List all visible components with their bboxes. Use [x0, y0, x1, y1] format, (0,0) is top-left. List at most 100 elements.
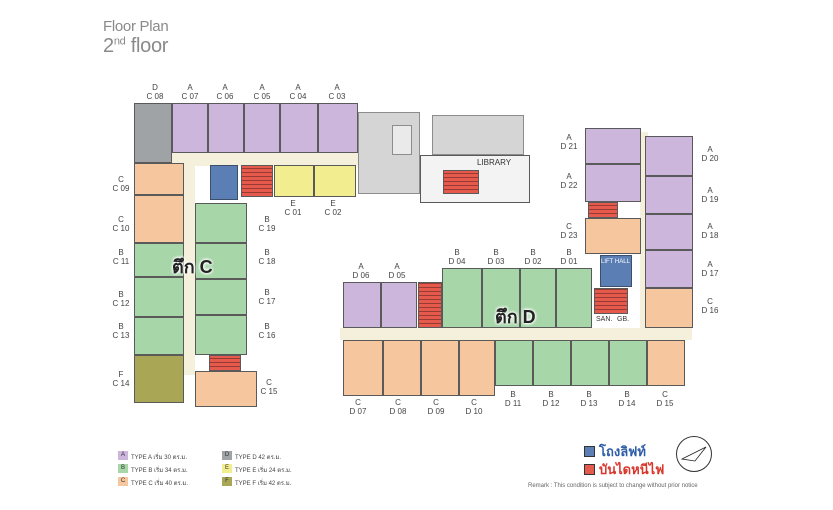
- fire-stair-library: [443, 170, 479, 194]
- unit-d04[interactable]: [442, 268, 482, 328]
- unit-d16[interactable]: [645, 288, 693, 328]
- unit-c12[interactable]: [134, 277, 184, 317]
- unit-d14[interactable]: [609, 340, 647, 386]
- roof-shaft: [392, 125, 412, 155]
- fire-stair-c-south: [209, 355, 241, 371]
- unit-d22[interactable]: [585, 164, 641, 202]
- unit-d10[interactable]: [459, 340, 495, 396]
- unit-c16[interactable]: [195, 315, 247, 355]
- unit-d01[interactable]: [556, 268, 592, 328]
- unit-d20[interactable]: [645, 136, 693, 176]
- unit-d03[interactable]: [482, 268, 520, 328]
- floor-plan-title: Floor Plan: [103, 18, 169, 35]
- unit-c01[interactable]: [274, 165, 314, 197]
- legend-text-f: TYPE F เริ่ม 42 ตร.ม.: [235, 481, 292, 487]
- unit-d07[interactable]: [343, 340, 383, 396]
- building-c-label: ตึก C: [172, 257, 213, 277]
- unit-d05[interactable]: [381, 282, 417, 328]
- library-label: LIBRARY: [477, 158, 512, 167]
- legend-text-a: TYPE A เริ่ม 30 ตร.ม.: [131, 455, 187, 461]
- unit-d17[interactable]: [645, 250, 693, 288]
- unit-d11[interactable]: [495, 340, 533, 386]
- legend-swatch-d: D: [222, 451, 232, 460]
- library[interactable]: [420, 155, 530, 203]
- unit-c04[interactable]: [280, 103, 318, 153]
- unit-c11[interactable]: [134, 243, 184, 277]
- san-label: SAN.: [596, 316, 613, 323]
- unit-c09[interactable]: [134, 163, 184, 195]
- lift-hall-label: LIFT HALL: [601, 259, 630, 265]
- unit-c19[interactable]: [195, 203, 247, 243]
- legend-swatch-b: B: [118, 464, 128, 473]
- fire-stair-c: [241, 165, 273, 197]
- unit-d19[interactable]: [645, 176, 693, 214]
- unit-c13[interactable]: [134, 317, 184, 355]
- legend-text-e: TYPE E เริ่ม 24 ตร.ม.: [235, 468, 292, 474]
- lift-hall-d: [600, 255, 632, 287]
- key-lift: โถงลิฟท์: [584, 441, 646, 462]
- unit-c08[interactable]: [134, 103, 172, 163]
- unit-c07[interactable]: [172, 103, 208, 153]
- legend-text-c: TYPE C เริ่ม 40 ตร.ม.: [131, 481, 188, 487]
- unit-c15[interactable]: [195, 371, 257, 407]
- unit-d18[interactable]: [645, 214, 693, 250]
- unit-c18[interactable]: [195, 243, 247, 279]
- roof-area-right: [432, 115, 524, 155]
- legend-swatch-c: C: [118, 477, 128, 486]
- unit-d06[interactable]: [343, 282, 381, 328]
- unit-d21[interactable]: [585, 128, 641, 164]
- unit-c14[interactable]: [134, 355, 184, 403]
- unit-d13[interactable]: [571, 340, 609, 386]
- unit-d08[interactable]: [383, 340, 421, 396]
- unit-c17[interactable]: [195, 279, 247, 315]
- unit-d12[interactable]: [533, 340, 571, 386]
- fire-stair-d-north: [588, 202, 618, 218]
- gb-label: GB.: [617, 316, 630, 323]
- legend-text-b: TYPE B เริ่ม 34 ตร.ม.: [131, 468, 188, 474]
- unit-c05[interactable]: [244, 103, 280, 153]
- legend-swatch-a: A: [118, 451, 128, 460]
- unit-d02[interactable]: [520, 268, 556, 328]
- unit-c06[interactable]: [208, 103, 244, 153]
- unit-c02[interactable]: [314, 165, 356, 197]
- lift-c: [210, 165, 238, 200]
- unit-d09[interactable]: [421, 340, 459, 396]
- unit-d15[interactable]: [647, 340, 685, 386]
- key-stair: บันไดหนีไฟ: [584, 459, 664, 480]
- unit-c10[interactable]: [134, 195, 184, 243]
- remark-text: Remark : This condition is subject to ch…: [528, 483, 698, 489]
- unit-c03[interactable]: [318, 103, 358, 153]
- unit-d23[interactable]: [585, 218, 641, 254]
